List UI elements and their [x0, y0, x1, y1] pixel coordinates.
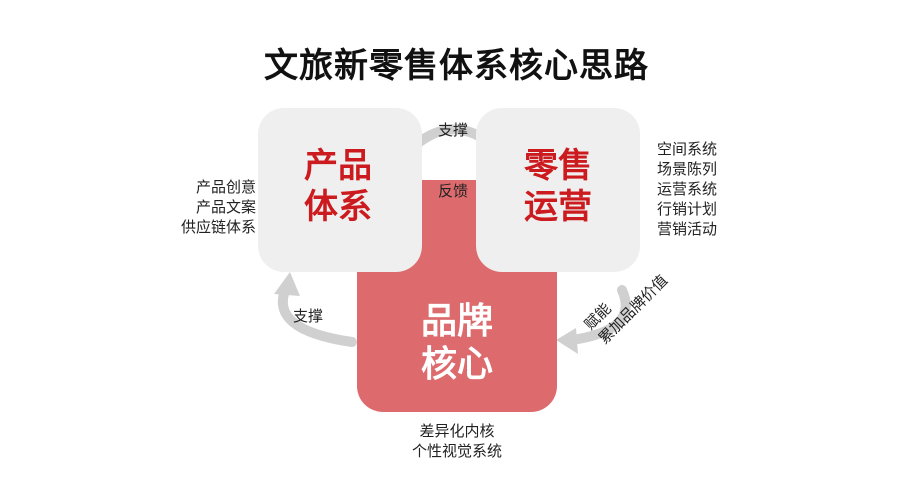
product-system-box [258, 108, 422, 272]
empower-arrow [567, 285, 631, 345]
retail-label-line-2: 运营 [524, 186, 592, 227]
brand-core-label: 品牌 核心 [357, 300, 557, 386]
list-item: 运营系统 [657, 179, 718, 198]
list-item: 差异化内核 [419, 422, 495, 440]
product-system-label: 产品 体系 [268, 146, 408, 228]
list-item: 个性视觉系统 [411, 441, 502, 460]
page-title: 文旅新零售体系核心思路 [264, 46, 649, 86]
list-item: 产品创意 [195, 178, 256, 196]
brand-label-line-1: 品牌 [420, 301, 493, 342]
support-arrow-left [277, 283, 357, 347]
list-item: 营销活动 [657, 219, 718, 238]
list-item: 产品文案 [195, 197, 256, 216]
feedback-label: 反馈 [438, 182, 469, 200]
list-item: 供应链体系 [180, 217, 256, 236]
product-label-line-2: 体系 [304, 186, 372, 227]
retail-operation-label: 零售 运营 [488, 146, 628, 228]
retail-label-line-1: 零售 [524, 146, 592, 186]
list-item: 行销计划 [657, 199, 718, 218]
brand-detail-list: 差异化内核 个性视觉系统 [357, 422, 557, 462]
product-label-line-1: 产品 [304, 146, 372, 186]
retail-detail-list: 空间系统 场景陈列 运营系统 行销计划 营销活动 [657, 140, 757, 240]
brand-label-line-2: 核心 [420, 344, 493, 386]
retail-operation-box [476, 108, 640, 272]
arrowhead-right [556, 328, 578, 354]
arrowhead-left [274, 272, 300, 296]
product-detail-list: 产品创意 产品文案 供应链体系 [150, 178, 256, 238]
support-label-left: 支撑 [293, 307, 324, 325]
list-item: 场景陈列 [657, 159, 718, 178]
list-item: 空间系统 [657, 140, 718, 158]
support-label-top: 支撑 [438, 121, 469, 139]
